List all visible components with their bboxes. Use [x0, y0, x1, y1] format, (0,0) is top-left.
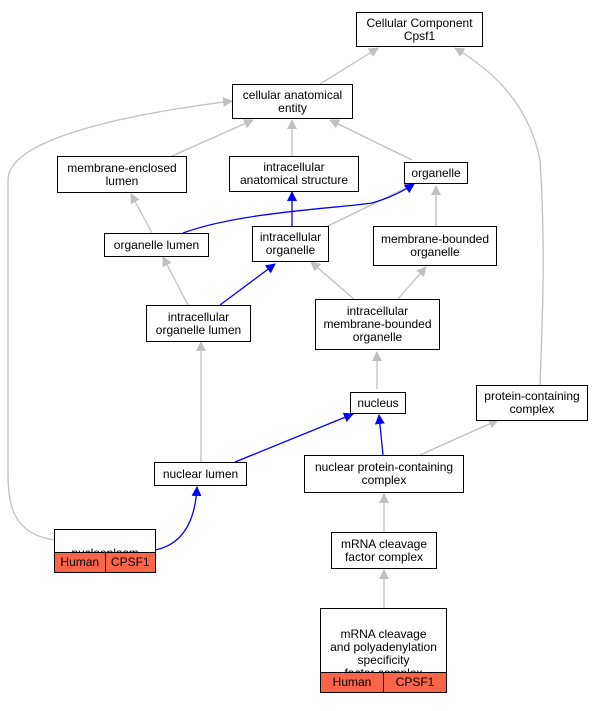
node-membrane-enclosed-lumen[interactable]: membrane-enclosed lumen	[57, 156, 187, 193]
node-organelle-lumen[interactable]: organelle lumen	[104, 233, 209, 257]
edge-org-to-cae	[329, 119, 413, 161]
edge-nucleoplasm-to-cae	[7, 97, 233, 541]
tag-gene: CPSF1	[384, 673, 446, 692]
edge-nucleoplasm-to-nl-blue	[154, 486, 202, 551]
cpsf-annotation-tags: Human CPSF1	[320, 672, 447, 693]
node-intracellular-membrane-bounded-organelle[interactable]: intracellular membrane-bounded organelle	[315, 299, 440, 350]
edge-pcc-to-cc	[454, 47, 544, 386]
node-cellular-component[interactable]: Cellular Component Cpsf1	[356, 12, 483, 47]
edge-nl-to-nucleus-blue	[234, 412, 354, 463]
edge-ol-to-org-blue	[182, 183, 415, 234]
edge-imbo-to-io	[310, 261, 355, 300]
node-cpsf-complex-label: mRNA cleavage and polyadenylation specif…	[330, 626, 437, 679]
node-intracellular-organelle-lumen[interactable]: intracellular organelle lumen	[146, 305, 251, 342]
node-organelle[interactable]: organelle	[404, 162, 468, 184]
node-nuclear-lumen[interactable]: nuclear lumen	[154, 462, 247, 486]
node-membrane-bounded-organelle[interactable]: membrane-bounded organelle	[373, 226, 497, 266]
node-nucleoplasm[interactable]: nucleoplasm Human CPSF1	[54, 529, 156, 573]
edge-imbo-to-mbo	[397, 266, 427, 300]
tag-gene: CPSF1	[105, 553, 155, 572]
node-intracellular-organelle[interactable]: intracellular organelle	[252, 226, 329, 262]
tag-species: Human	[321, 673, 384, 692]
node-intracellular-anatomical-structure[interactable]: intracellular anatomical structure	[229, 156, 359, 192]
node-nucleus[interactable]: nucleus	[350, 392, 406, 414]
edge-io-to-org	[325, 183, 415, 228]
tag-species: Human	[55, 553, 106, 572]
edge-iol-to-io-blue	[219, 263, 276, 306]
node-mrna-cleavage-factor-complex[interactable]: mRNA cleavage factor complex	[331, 532, 437, 569]
edge-ol-to-mel	[130, 193, 153, 234]
node-cpsf-complex[interactable]: mRNA cleavage and polyadenylation specif…	[320, 608, 447, 693]
edge-npcc-to-pcc	[419, 419, 499, 456]
nucleoplasm-annotation-tags: Human CPSF1	[54, 552, 156, 573]
edge-npcc-to-nucleus-blue	[374, 414, 385, 456]
edge-iol-to-ol	[162, 256, 189, 306]
edge-mel-to-cae	[171, 119, 254, 157]
node-protein-containing-complex[interactable]: protein-containing complex	[476, 385, 588, 421]
node-cellular-anatomical-entity[interactable]: cellular anatomical entity	[232, 84, 353, 119]
node-nuclear-protein-containing-complex[interactable]: nuclear protein-containing complex	[304, 455, 464, 493]
edge-cae-to-cc	[319, 47, 379, 85]
